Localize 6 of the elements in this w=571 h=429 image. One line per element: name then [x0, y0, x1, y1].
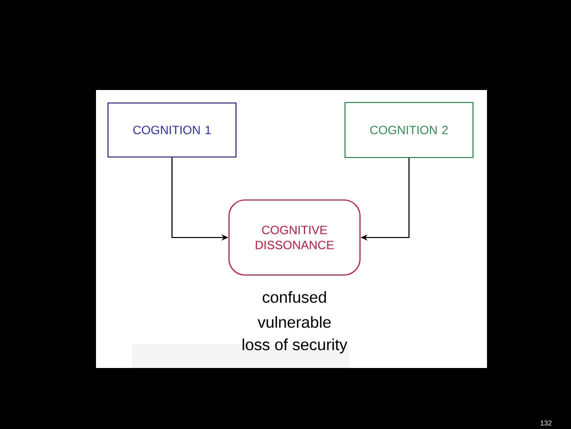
rounded-box: COGNITIVE DISSONANCE [228, 199, 361, 276]
concept-box: COGNITION 1 [107, 102, 237, 158]
effect-text: vulnerable [258, 316, 331, 328]
effect-text: confused [262, 291, 326, 303]
effect-text: loss of security [242, 338, 348, 354]
concept-box: COGNITION 2 [344, 102, 474, 158]
